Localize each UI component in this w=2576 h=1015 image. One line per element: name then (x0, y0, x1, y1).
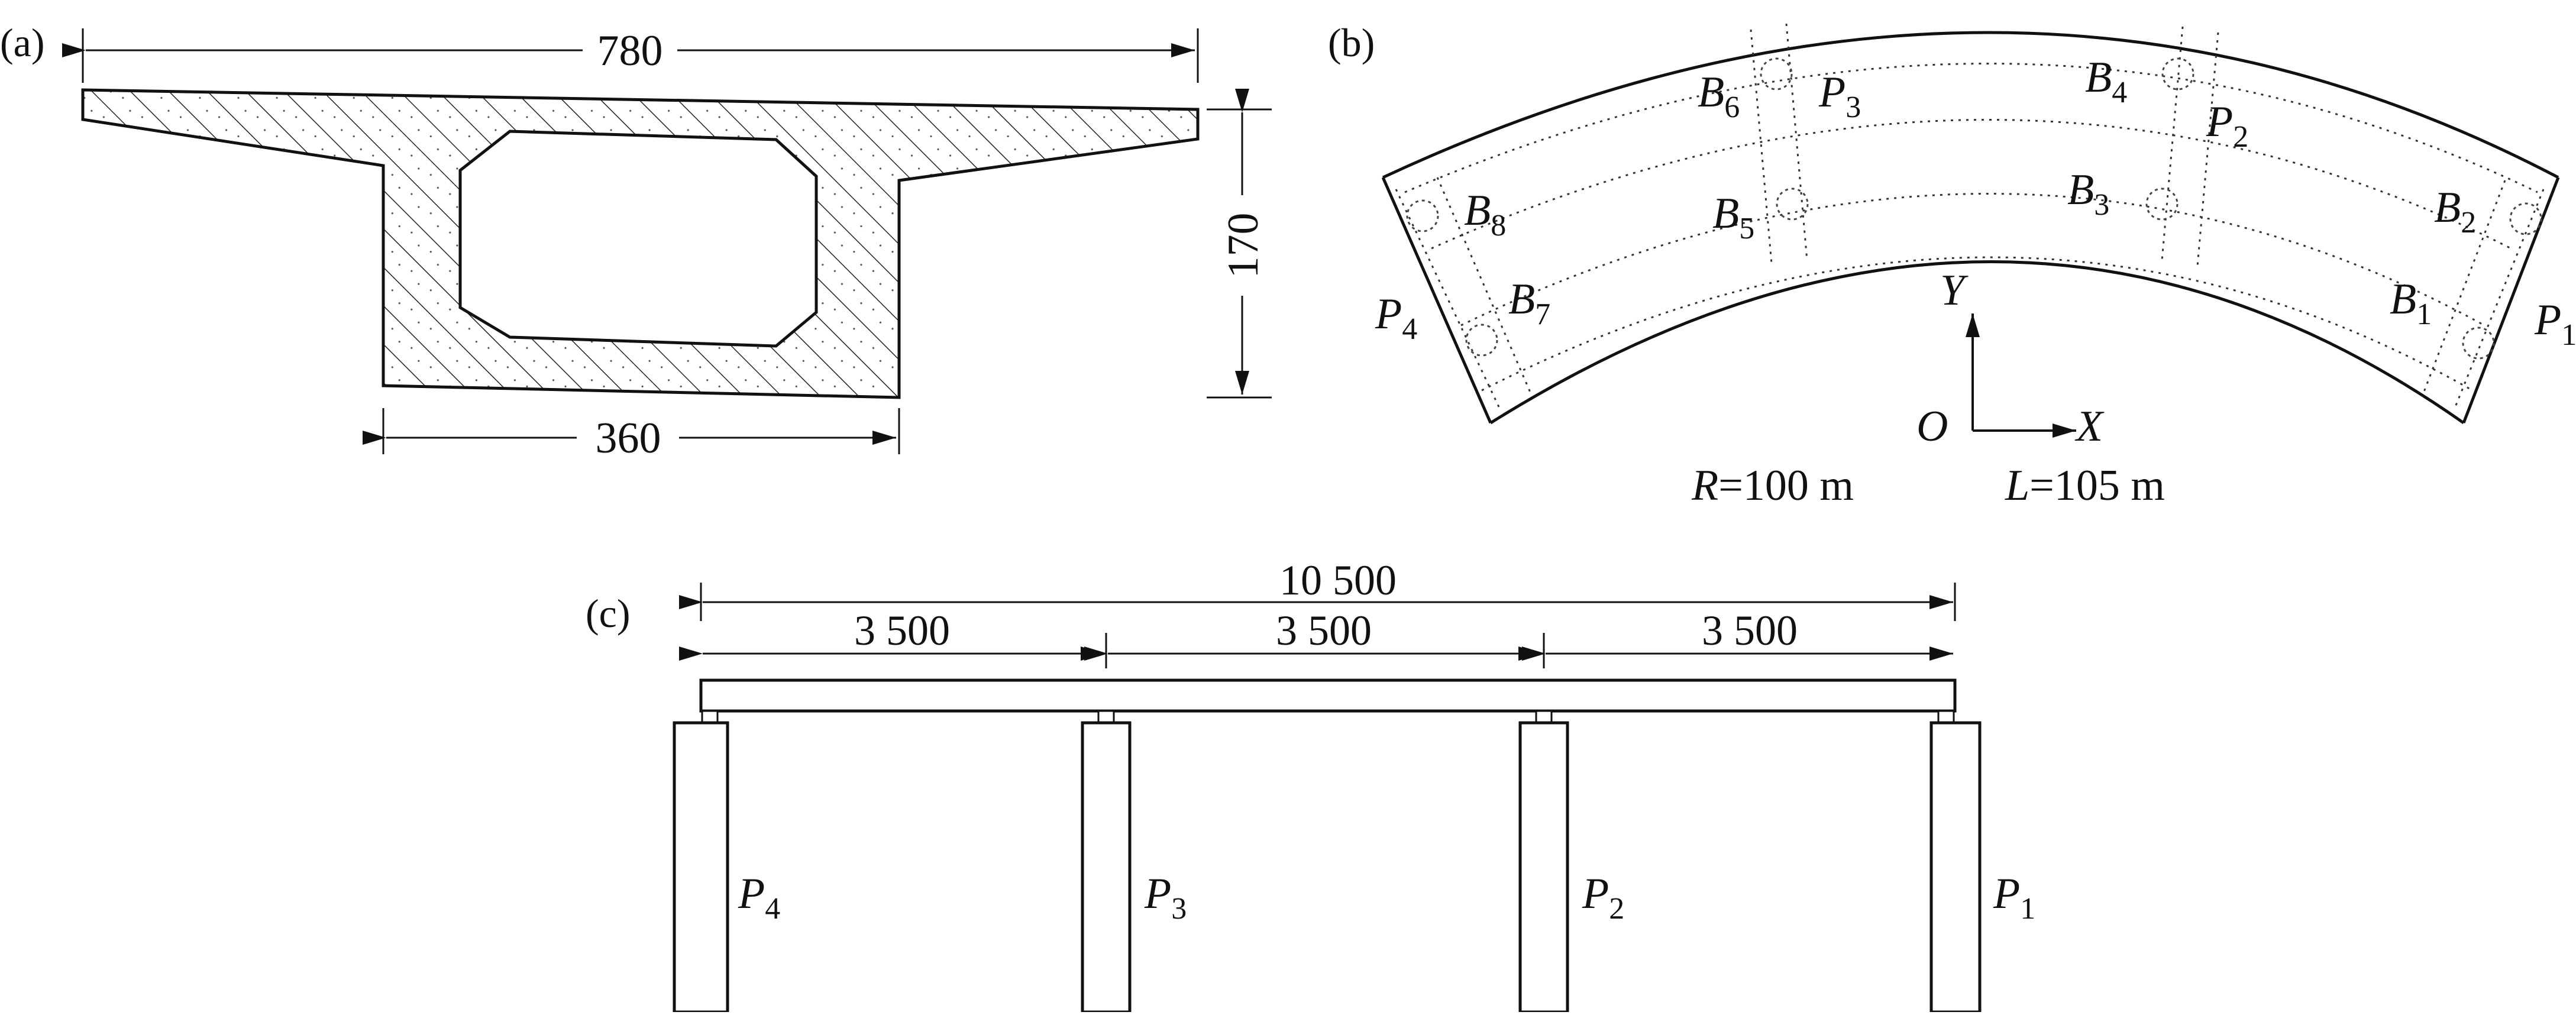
bearing-b1-marker (2462, 327, 2495, 360)
bearing-b6-marker (1760, 57, 1793, 90)
panel-a-label: (a) (0, 20, 44, 65)
bearing-label-b2: B2 (2434, 183, 2476, 240)
pier-column-p3 (1081, 721, 1132, 1014)
panel-c-elevation: (c) 10 500 3 500 3 500 3 500 P4 P3 P2 P1 (586, 557, 2035, 1014)
y-axis-label: Y (1940, 266, 1969, 315)
dim-780-value: 780 (597, 27, 663, 75)
bearing-label-b1: B1 (2390, 275, 2432, 331)
dim-360-value: 360 (596, 414, 661, 463)
bearing-elevation-p4 (701, 710, 719, 724)
deck-end-left (1381, 176, 1492, 424)
bearing-b5-marker (1776, 188, 1809, 221)
pier-column-p1 (1929, 721, 1982, 1014)
bearing-b4-marker (2161, 57, 2194, 90)
pier-cap-p3-plan (1750, 23, 1808, 264)
dim-span-value-2: 3 500 (1276, 607, 1372, 654)
pier-label-p1-plan: P1 (2534, 296, 2576, 352)
bearing-elevation-p1 (1937, 710, 1955, 724)
bearing-label-b7: B7 (1508, 275, 1550, 331)
pier-label-p4-plan: P4 (1375, 290, 1417, 346)
girder-void (458, 130, 818, 348)
pier-column-p4 (673, 721, 729, 1014)
panel-c-label: (c) (586, 591, 630, 636)
panel-b-plan-view: (b) (1328, 20, 2576, 510)
pier-column-p2 (1518, 721, 1569, 1014)
dim-total-value: 10 500 (1279, 557, 1397, 604)
deck-end-right (2462, 177, 2560, 424)
dim-span-value-1: 3 500 (854, 607, 950, 654)
length-annotation: L=105 m (2005, 461, 2165, 510)
bearing-b8-marker (1406, 199, 1439, 232)
pier-cap-p1-plan (2421, 180, 2545, 409)
panel-a-cross-section: (a) 780 170 360 (0, 20, 1272, 463)
bearing-elevation-p2 (1535, 710, 1553, 724)
dim-span-value-3: 3 500 (1702, 607, 1798, 654)
radius-annotation: R=100 m (1691, 461, 1854, 510)
dim-170-value: 170 (1219, 213, 1268, 279)
pier-label-p2-elev: P2 (1582, 869, 1624, 926)
bearing-label-b8: B8 (1464, 186, 1506, 243)
bearing-label-b4: B4 (2085, 53, 2127, 109)
pier-label-p4-elev: P4 (738, 869, 780, 926)
bearing-b3-marker (2145, 188, 2179, 221)
deck-inner-edge (1489, 260, 2465, 425)
girder-line-outer (1404, 63, 2538, 193)
pier-cap-p2-plan (2161, 26, 2219, 267)
bearing-label-b5: B5 (1712, 189, 1754, 245)
bearing-b7-marker (1465, 324, 1498, 357)
pier-cap-p4-plan (1395, 177, 1533, 409)
bearing-b2-marker (2509, 202, 2542, 235)
bearing-label-b3: B3 (2067, 166, 2109, 222)
pier-label-p3-plan: P3 (1818, 68, 1861, 124)
x-axis-label: X (2074, 402, 2105, 451)
pier-label-p1-elev: P1 (1993, 869, 2035, 926)
deck-outer-edge (1382, 31, 2559, 179)
pier-label-p3-elev: P3 (1144, 869, 1187, 926)
origin-label: O (1916, 402, 1948, 451)
bearing-label-b6: B6 (1698, 68, 1740, 124)
pier-label-p2-plan: P2 (2206, 98, 2248, 154)
panel-b-label: (b) (1328, 20, 1375, 65)
bearing-elevation-p3 (1097, 710, 1115, 724)
deck-girder-elevation (699, 678, 1957, 713)
girder-line-lower (1460, 193, 2485, 327)
girder-line-middle (1431, 119, 2512, 250)
girder-line-inner (1481, 256, 2473, 392)
